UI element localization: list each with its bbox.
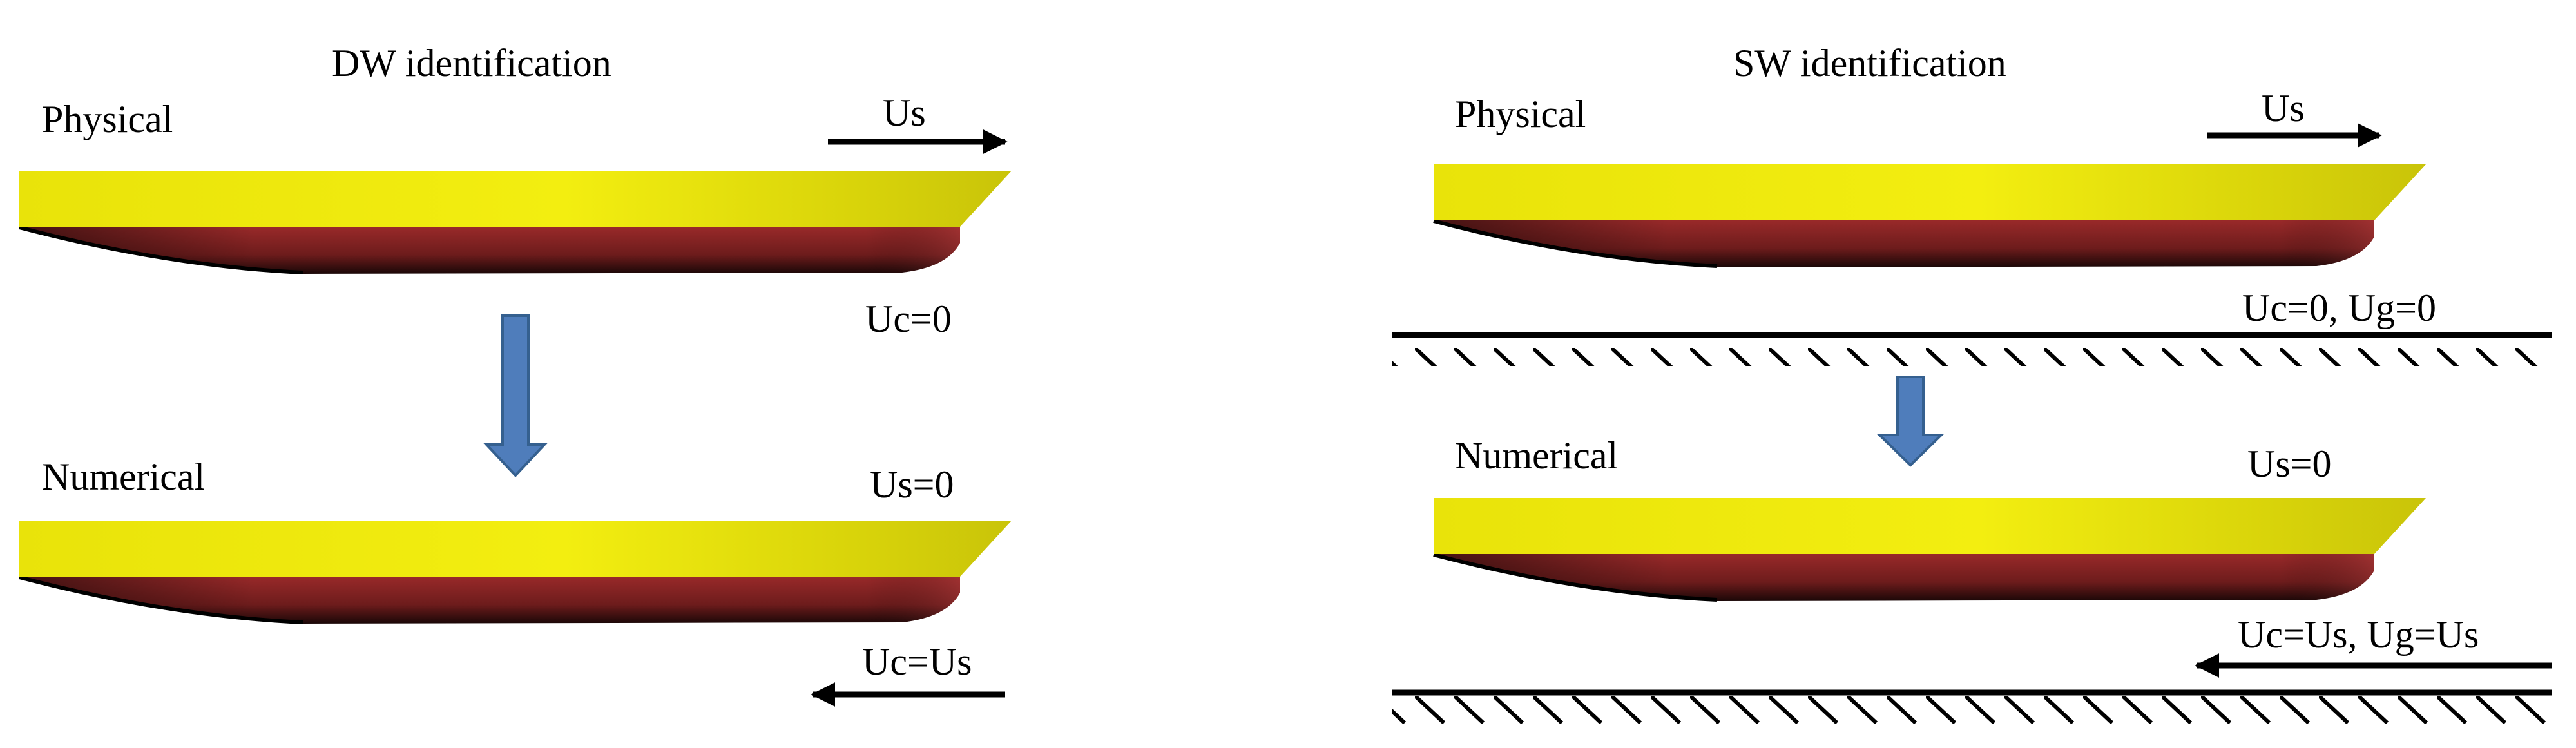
sw-numerical-label: Numerical [1455, 434, 1618, 477]
sw-physical-label: Physical [1455, 93, 1586, 135]
dw-transition-arrow [483, 314, 548, 477]
dw-numerical-hull [19, 521, 1012, 624]
dw-numerical-ship-speed: Us=0 [870, 463, 954, 506]
dw-physical-ship-speed: Us [883, 91, 926, 134]
sw-physical-ship-speed: Us [2262, 87, 2305, 129]
sw-numerical-seabed [1392, 689, 2552, 724]
sw-title: SW identification [1733, 42, 2006, 84]
sw-physical-current: Uc=0, Ug=0 [2242, 287, 2436, 329]
dw-physical-hull [19, 171, 1012, 274]
sw-panel: SW identification Physical Us Uc=0, Ug=0… [1392, 42, 2552, 724]
sw-physical-hull [1434, 164, 2426, 267]
dw-panel: DW identification Physical Us Uc=0 Numer… [19, 42, 1012, 707]
dw-numerical-label: Numerical [42, 456, 205, 498]
sw-transition-arrow [1876, 376, 1945, 467]
sw-numerical-hull [1434, 498, 2426, 601]
dw-title: DW identification [332, 42, 611, 84]
dw-physical-label: Physical [42, 98, 173, 140]
sw-numerical-current: Uc=Us, Ug=Us [2238, 613, 2479, 656]
sw-numerical-ship-speed: Us=0 [2247, 443, 2332, 485]
dw-numerical-current: Uc=Us [862, 640, 972, 683]
dw-physical-current: Uc=0 [865, 298, 952, 340]
sw-physical-seabed [1392, 332, 2552, 366]
